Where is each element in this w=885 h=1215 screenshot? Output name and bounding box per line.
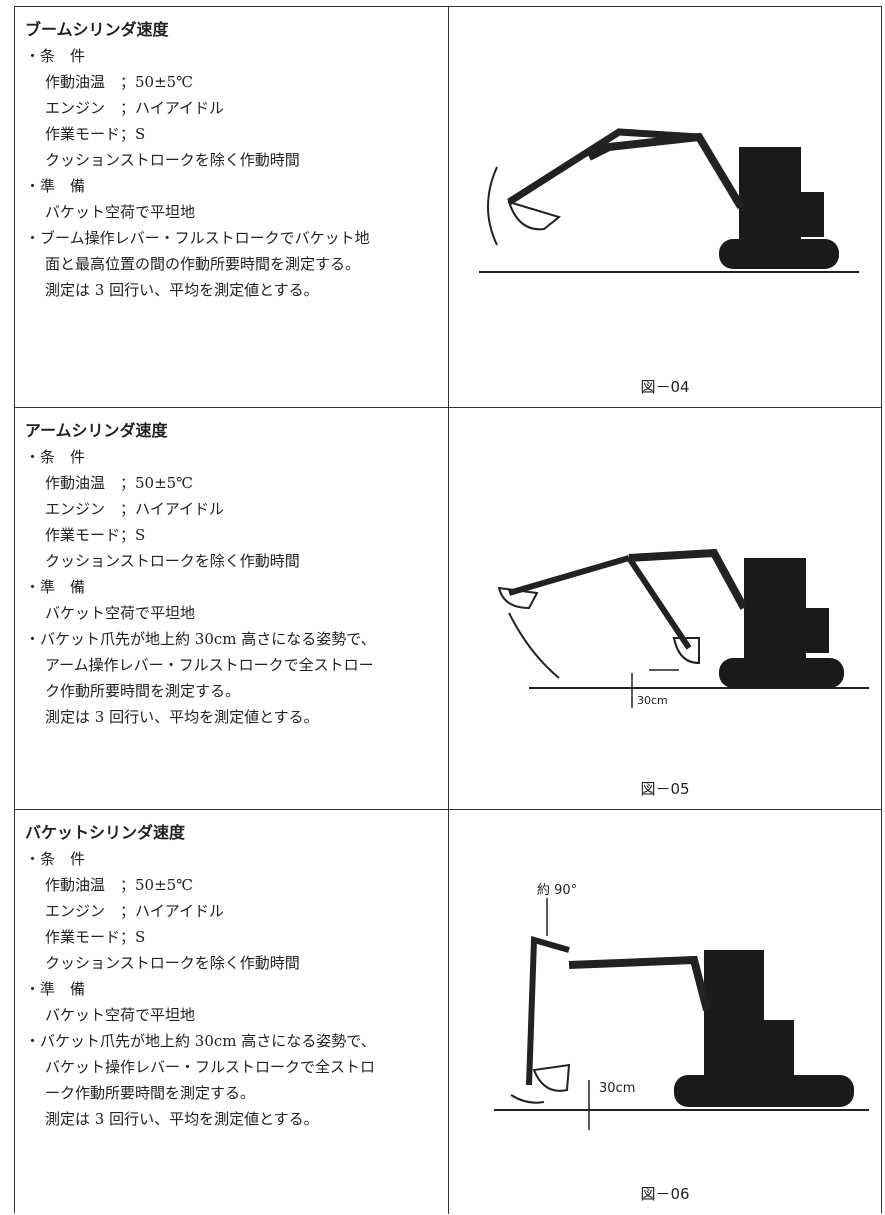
condition-line: 作動油温 ；50±5℃ <box>45 474 193 492</box>
conditions-header: 条 件 <box>25 846 448 872</box>
procedure-line: アーム操作レバー・フルストロークで全ストロー <box>45 656 374 674</box>
figure-caption: 図－04 <box>640 378 690 396</box>
preparation-header: 準 備 <box>25 574 448 600</box>
excavator-arm-diagram: 30cm <box>497 548 869 708</box>
measurement-note: 測定は 3 回行い、平均を測定値とする。 <box>45 1110 319 1128</box>
section-bucket: バケットシリンダ速度 条 件 作動油温 ；50±5℃ エンジン ；ハイアイドル … <box>15 809 881 1214</box>
section-title: バケットシリンダ速度 <box>25 823 186 842</box>
condition-line: 作業モード；S <box>45 125 146 143</box>
section-boom: ブームシリンダ速度 条 件 作動油温 ；50±5℃ エンジン ；ハイアイドル 作… <box>15 7 881 407</box>
condition-line: クッションストロークを除く作動時間 <box>45 954 300 972</box>
condition-line: エンジン ；ハイアイドル <box>45 500 224 518</box>
condition-line: クッションストロークを除く作動時間 <box>45 151 300 169</box>
preparation-line: バケット空荷で平坦地 <box>45 604 196 622</box>
preparation-line: バケット空荷で平坦地 <box>45 1006 196 1024</box>
procedure-line: バケット爪先が地上約 30cm 高さになる姿勢で、 <box>25 1028 448 1054</box>
condition-line: 作動油温 ；50±5℃ <box>45 876 193 894</box>
procedure-line: ブーム操作レバー・フルストロークでバケット地 <box>25 225 448 251</box>
procedure-line: バケット爪先が地上約 30cm 高さになる姿勢で、 <box>25 626 448 652</box>
figure-boom: 図－04 <box>449 7 881 407</box>
condition-line: 作業モード；S <box>45 526 146 544</box>
procedure-line: バケット操作レバー・フルストロークで全ストロ <box>45 1058 376 1076</box>
figure-caption: 図－05 <box>640 780 690 798</box>
preparation-line: バケット空荷で平坦地 <box>45 203 196 221</box>
procedure-line: 面と最高位置の間の作動所要時間を測定する。 <box>45 255 361 273</box>
figure-caption: 図－06 <box>640 1185 690 1203</box>
procedure-line: ク作動所要時間を測定する。 <box>45 682 241 700</box>
section-arm: アームシリンダ速度 条 件 作動油温 ；50±5℃ エンジン ；ハイアイドル 作… <box>15 407 881 809</box>
figure-bucket: 約 90° 30cm 図－06 <box>449 810 881 1214</box>
conditions-header: 条 件 <box>25 444 448 470</box>
condition-line: 作動油温 ；50±5℃ <box>45 73 193 91</box>
measurement-note: 測定は 3 回行い、平均を測定値とする。 <box>45 281 319 299</box>
dimension-label: 30cm <box>637 694 668 707</box>
condition-line: エンジン ；ハイアイドル <box>45 99 224 117</box>
angle-label: 約 90° <box>537 883 577 898</box>
condition-line: 作業モード；S <box>45 928 146 946</box>
excavator-bucket-diagram: 約 90° 30cm <box>494 883 869 1130</box>
section-title: アームシリンダ速度 <box>25 421 168 440</box>
preparation-header: 準 備 <box>25 976 448 1002</box>
preparation-header: 準 備 <box>25 173 448 199</box>
measurement-note: 測定は 3 回行い、平均を測定値とする。 <box>45 708 319 726</box>
section-text: バケットシリンダ速度 条 件 作動油温 ；50±5℃ エンジン ；ハイアイドル … <box>15 810 449 1214</box>
procedure-table: ブームシリンダ速度 条 件 作動油温 ；50±5℃ エンジン ；ハイアイドル 作… <box>14 6 882 1214</box>
dimension-label: 30cm <box>599 1081 635 1096</box>
section-title: ブームシリンダ速度 <box>25 20 169 39</box>
excavator-boom-diagram <box>479 128 859 273</box>
procedure-line: ーク作動所要時間を測定する。 <box>45 1084 256 1102</box>
conditions-header: 条 件 <box>25 43 448 69</box>
condition-line: エンジン ；ハイアイドル <box>45 902 224 920</box>
section-text: ブームシリンダ速度 条 件 作動油温 ；50±5℃ エンジン ；ハイアイドル 作… <box>15 7 449 407</box>
section-text: アームシリンダ速度 条 件 作動油温 ；50±5℃ エンジン ；ハイアイドル 作… <box>15 408 449 809</box>
figure-arm: 30cm 図－05 <box>449 408 881 809</box>
condition-line: クッションストロークを除く作動時間 <box>45 552 300 570</box>
